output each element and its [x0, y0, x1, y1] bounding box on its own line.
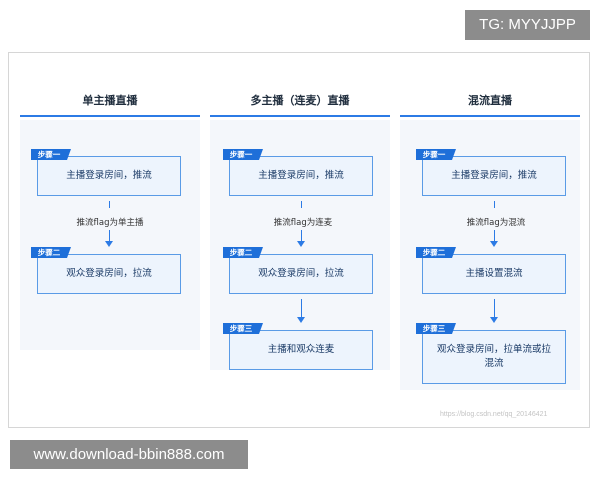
- step-card: 主播登录房间，推流: [422, 156, 566, 196]
- arrow-down-icon: [297, 241, 305, 247]
- step-tag: 步骤一: [31, 149, 71, 160]
- step-text: 观众登录房间，拉单流或拉混流: [437, 344, 552, 369]
- step-text: 观众登录房间，拉流: [258, 268, 344, 279]
- step-card: 主播设置混流: [422, 254, 566, 294]
- step-tag: 步骤二: [223, 247, 263, 258]
- arrow-down-icon: [490, 241, 498, 247]
- step-tag: 步骤一: [223, 149, 263, 160]
- step-tag: 步骤三: [223, 323, 263, 334]
- arrow-down-icon: [490, 317, 498, 323]
- step-card: 观众登录房间，拉流: [229, 254, 373, 294]
- step-text: 主播登录房间，推流: [258, 170, 344, 181]
- connector-line: [494, 201, 495, 208]
- step-card: 观众登录房间，拉单流或拉混流: [422, 330, 566, 384]
- column-divider: [400, 115, 580, 117]
- arrow-down-icon: [105, 241, 113, 247]
- connector-line: [109, 201, 110, 208]
- connector-line: [494, 230, 495, 242]
- connector-line: [301, 230, 302, 242]
- column-title-mixed-stream: 混流直播: [468, 94, 512, 107]
- step-card: 主播登录房间，推流: [229, 156, 373, 196]
- connector-line: [109, 230, 110, 242]
- step-tag: 步骤三: [416, 323, 456, 334]
- step-tag: 步骤二: [416, 247, 456, 258]
- url-badge: www.download-bbin888.com: [10, 440, 248, 469]
- connector-line: [494, 299, 495, 318]
- step-tag: 步骤一: [416, 149, 456, 160]
- tg-badge: TG: MYYJJPP: [465, 10, 590, 40]
- column-divider: [20, 115, 200, 117]
- step-text: 主播登录房间，推流: [66, 170, 152, 181]
- step-text: 主播和观众连麦: [267, 344, 335, 355]
- step-text: 主播设置混流: [465, 268, 523, 279]
- step-tag: 步骤二: [31, 247, 71, 258]
- flag-label: 推流flag为连麦: [255, 216, 351, 228]
- step-card: 主播登录房间，推流: [37, 156, 181, 196]
- column-title-single-host: 单主播直播: [82, 94, 138, 107]
- step-card: 观众登录房间，拉流: [37, 254, 181, 294]
- step-card: 主播和观众连麦: [229, 330, 373, 370]
- flag-label: 推流flag为单主播: [62, 216, 158, 228]
- column-divider: [210, 115, 390, 117]
- arrow-down-icon: [297, 317, 305, 323]
- step-text: 观众登录房间，拉流: [66, 268, 152, 279]
- column-title-co-host: 多主播（连麦）直播: [250, 94, 350, 107]
- flag-label: 推流flag为混流: [448, 216, 544, 228]
- watermark: https://blog.csdn.net/qq_20146421: [440, 411, 548, 418]
- connector-line: [301, 299, 302, 318]
- step-text: 主播登录房间，推流: [451, 170, 537, 181]
- connector-line: [301, 201, 302, 208]
